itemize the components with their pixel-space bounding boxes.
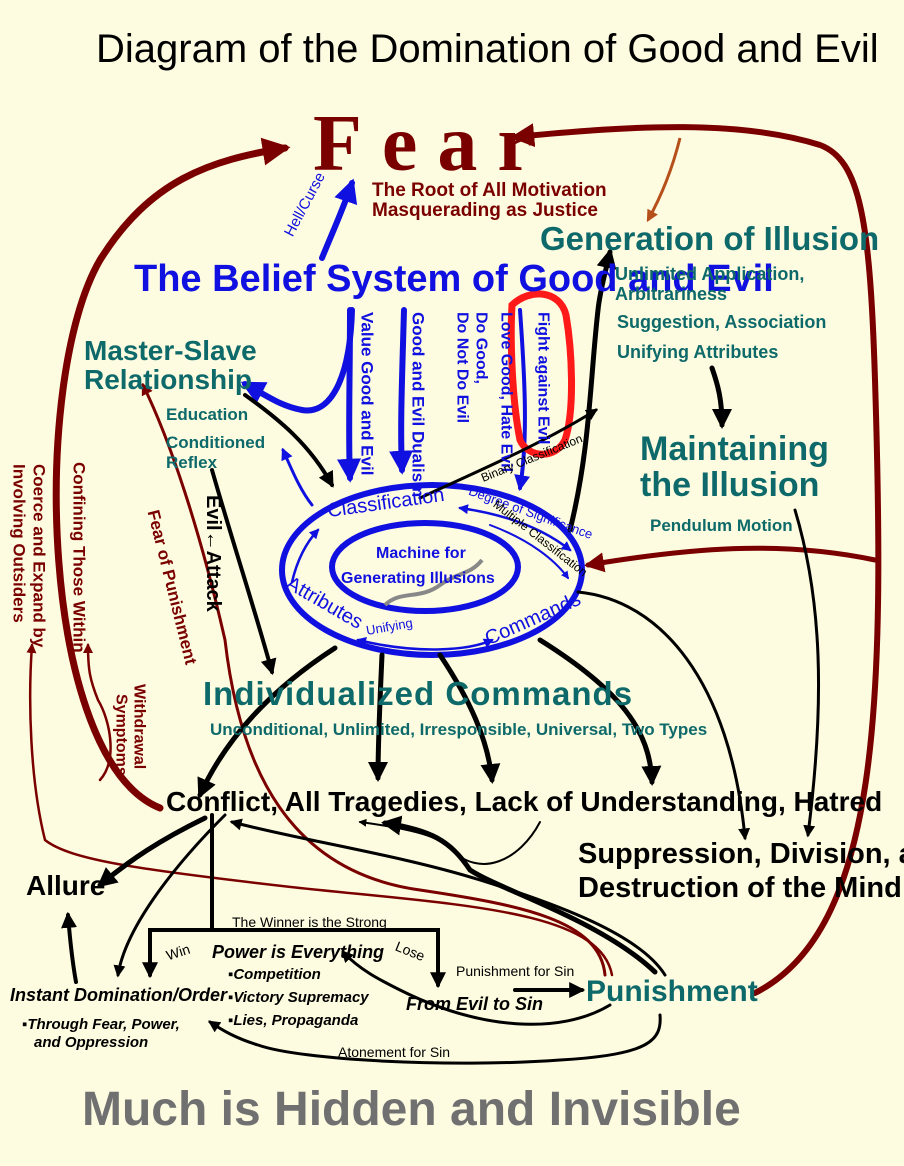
arrow-punishment-to-power	[341, 950, 612, 1026]
education-label: Education	[166, 405, 249, 424]
confining-label: Confining Those Within	[69, 462, 89, 653]
generation-item-arbitrariness: Arbitrariness	[615, 284, 728, 304]
suppression-heading-1: Suppression, Division, and	[578, 838, 904, 870]
arrow-machine-to-conflict-right	[437, 652, 501, 784]
generation-item-unifying: Unifying Attributes	[617, 342, 779, 362]
evil-attack-label: Evil←Attack	[202, 495, 224, 612]
belief-do-good-label: Do Good,	[472, 312, 490, 384]
arrow-multiple	[489, 524, 569, 580]
arrow-withdrawal	[83, 643, 112, 782]
arrow-hell-curse	[319, 178, 358, 261]
arrow-machine-to-conflict-mid	[368, 652, 389, 782]
arrow-punishment-to-fear	[510, 123, 882, 996]
coerce-label-1: Coerce and Expand by	[29, 464, 49, 648]
arrow-unifying-to-maintain	[709, 365, 732, 429]
generation-heading: Generation of Illusion	[540, 220, 880, 257]
highlight-fight-against-evil	[507, 290, 575, 458]
withdrawal-label-2: Symptoms	[112, 694, 130, 776]
generation-item-unlimited: Unlimited Application,	[615, 264, 805, 284]
arrow-conflict-to-instant	[113, 813, 227, 978]
commands-heading: Individualized Commands	[203, 675, 634, 712]
punishment-for-sin-label: Punishment for Sin	[456, 963, 575, 979]
master-slave-heading-1: Master-Slave	[84, 335, 257, 366]
arrow-fear-to-generation	[646, 137, 682, 223]
machine-center-2: Generating Illusions	[341, 570, 495, 587]
conditioned-label: Conditioned	[166, 433, 266, 452]
arrow-value-down	[337, 307, 361, 483]
arrow-degree	[458, 504, 572, 552]
arrow-punishment-to-conflict	[229, 818, 667, 977]
suppression-heading-2: Destruction of the Mind	[578, 872, 902, 904]
winner-label: The Winner is the Strong	[232, 914, 387, 930]
footer-caption: Much is Hidden and Invisible	[82, 1083, 741, 1136]
belief-love-label: Love Good, Hate Evil	[497, 312, 515, 473]
allure-heading: Allure	[26, 870, 106, 901]
power-item-lies: ▪Lies, Propaganda	[228, 1012, 359, 1029]
fear-sub-masquerading: Masquerading as Justice	[372, 200, 598, 221]
machine-outer-ellipse	[279, 482, 585, 658]
reflex-label: Reflex	[166, 453, 218, 472]
arrow-to-master-slave	[240, 307, 355, 414]
arrow-conflict-to-allure	[96, 815, 208, 888]
from-evil-to-sin-label: From Evil to Sin	[406, 994, 544, 1014]
power-item-victory: ▪Victory Supremacy	[228, 989, 369, 1006]
page-title: Diagram of the Domination of Good and Ev…	[96, 27, 879, 71]
power-heading: Power is Everything	[212, 942, 385, 962]
arrow-attributes-up	[290, 528, 320, 584]
arrow-classification-left	[281, 447, 314, 507]
arrow-pendulum-down	[793, 508, 821, 838]
arrow-winner-lose	[210, 928, 446, 989]
atonement-label: Atonement for Sin	[338, 1044, 451, 1060]
arrow-machine-to-suppression	[576, 590, 751, 841]
fear-sub-root: The Root of All Motivation	[372, 180, 607, 201]
machine-center-1: Machine for	[376, 545, 466, 562]
arrow-binary-to-generation	[418, 408, 599, 500]
arrow-generation-up	[567, 248, 617, 533]
arrow-conflict-to-fear	[52, 137, 291, 812]
belief-system-heading: The Belief System of Good and Evil	[134, 258, 774, 300]
arrow-punishment-loop	[381, 815, 658, 975]
arrow-machine-to-hatred	[537, 637, 662, 786]
arrow-dualism-down	[389, 307, 414, 475]
arrow-coerce	[26, 643, 614, 977]
arrow-winner-bracket	[142, 813, 214, 979]
conflict-heading: Conflict, All Tragedies, Lack of Underst…	[166, 786, 883, 817]
arrow-unifying	[356, 637, 494, 651]
belief-dualism-label: Good and Evil Dualism	[408, 312, 428, 498]
arrow-master-to-classification	[243, 393, 334, 488]
instant-sub-1: ▪Through Fear, Power,	[22, 1016, 180, 1033]
belief-value-label: Value Good and Evil	[357, 312, 377, 476]
arrow-instant-to-allure	[61, 911, 78, 984]
generation-item-suggestion: Suggestion, Association	[617, 312, 827, 332]
machine-squiggle	[383, 558, 484, 607]
instant-heading: Instant Domination/Order	[10, 985, 228, 1005]
punishment-heading: Punishment	[586, 975, 758, 1008]
arrow-atonement	[208, 1013, 662, 1065]
master-slave-heading-2: Relationship	[84, 364, 253, 395]
arrow-fear-of-punishment	[141, 382, 607, 977]
belief-fight-label: Fight against Evil	[534, 312, 552, 445]
power-item-competition: ▪Competition	[228, 966, 321, 983]
withdrawal-label-1: Withdrawal	[130, 684, 148, 770]
maintaining-heading-2: the Illusion	[640, 466, 820, 504]
pendulum-label: Pendulum Motion	[650, 516, 793, 535]
belief-do-not-label: Do Not Do Evil	[453, 312, 471, 424]
machine-inner-ellipse	[329, 520, 521, 614]
arrow-loop-to-machine	[584, 545, 878, 573]
arrow-loop-back-up	[358, 818, 541, 865]
fear-heading: Fear	[313, 100, 553, 188]
arrow-evil-attack	[210, 468, 277, 676]
maintaining-heading-1: Maintaining	[640, 430, 829, 468]
instant-sub-2: and Oppression	[34, 1034, 149, 1051]
arrow-fight-down	[514, 308, 530, 492]
arrow-machine-to-conflict-left	[197, 645, 338, 799]
coerce-label-2: Involving Outsiders	[9, 464, 29, 623]
commands-subtitle: Unconditional, Unlimited, Irresponsible,…	[210, 720, 708, 739]
